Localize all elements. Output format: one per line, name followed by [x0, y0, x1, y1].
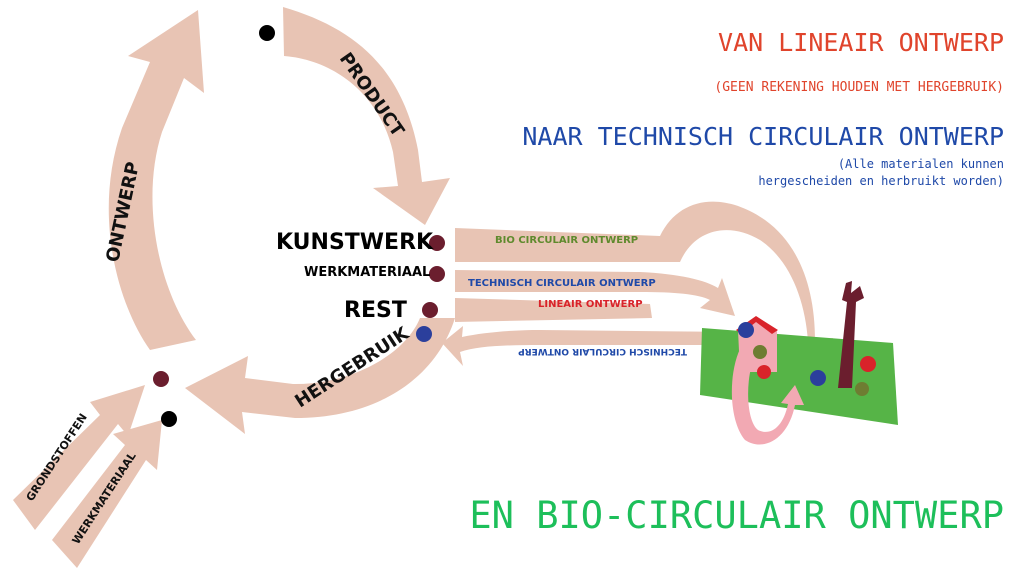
rest-label: REST: [344, 298, 407, 323]
tower: [838, 281, 864, 388]
ontwerp-arrow: [108, 10, 204, 350]
dot-house-olive: [753, 345, 767, 359]
technical-circular-title: NAAR TECHNISCH CIRCULAIR ONTWERP: [522, 122, 1004, 151]
dot-top: [259, 25, 275, 41]
dot-field-olive: [855, 382, 869, 396]
dot-werkmateriaal: [429, 266, 445, 282]
dot-left-lower: [161, 411, 177, 427]
dot-left-upper: [153, 371, 169, 387]
technical-return-label: TECHNISCH CIRCULAIR ONTWERP: [518, 346, 687, 356]
green-field: [700, 328, 898, 425]
linear-flow-band: [455, 298, 652, 322]
werkmateriaal-input-arrow: [52, 420, 162, 568]
dot-field-red: [860, 356, 876, 372]
bio-flow-band: [455, 201, 833, 368]
dot-house-blue: [738, 322, 754, 338]
bio-circular-title: EN BIO-CIRCULAIR ONTWERP: [469, 494, 1004, 537]
dot-hergebruik: [416, 326, 432, 342]
linear-design-title: VAN LINEAIR ONTWERP: [718, 28, 1004, 57]
linear-flow-label: LINEAIR ONTWERP: [538, 299, 643, 310]
technical-circular-subtitle: (Alle materialen kunnen hergescheiden en…: [758, 156, 1004, 190]
technical-subtitle-line-2: hergescheiden en herbruikt worden): [758, 174, 1004, 188]
dot-kunstwerk: [429, 235, 445, 251]
technical-return-band: [442, 326, 740, 366]
dot-field-blue: [810, 370, 826, 386]
technical-flow-band: [455, 270, 735, 316]
technical-subtitle-line-1: (Alle materialen kunnen: [837, 157, 1004, 171]
kunstwerk-label: KUNSTWERK: [276, 230, 434, 255]
grondstoffen-arrow: [13, 385, 145, 530]
linear-design-subtitle: (GEEN REKENING HOUDEN MET HERGEBRUIK): [714, 80, 1004, 95]
dot-rest: [422, 302, 438, 318]
technical-flow-label: TECHNISCH CIRCULAIR ONTWERP: [468, 278, 656, 289]
product-arrow: [283, 7, 450, 225]
werkmateriaal-label: WERKMATERIAAL: [304, 265, 430, 280]
hergebruik-arrow: [185, 318, 455, 434]
dot-house-red: [757, 365, 771, 379]
bio-flow-label: BIO CIRCULAIR ONTWERP: [495, 235, 638, 246]
